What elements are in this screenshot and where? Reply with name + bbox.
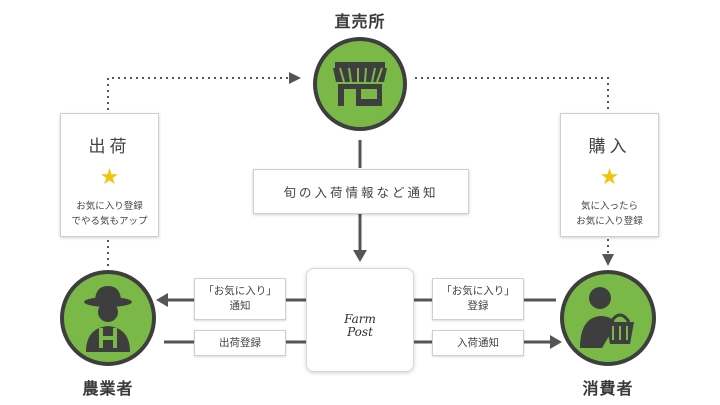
storefront-icon [333, 62, 387, 106]
purchase-card-title: 購入 [588, 137, 631, 157]
store-title: 直売所 [334, 12, 386, 31]
favorite-notify-box: 「お気に入り」 通知 [194, 278, 286, 320]
shipping-register-label: 出荷登録 [219, 336, 261, 349]
purchase-card-line2: お気に入り登録 [576, 216, 643, 227]
notify-label: 旬の入荷情報など通知 [283, 185, 439, 200]
shipping-card-line2: でやる気もアップ [71, 216, 148, 227]
consumer-node [560, 270, 656, 366]
purchase-card: 購入 ★ 気に入ったら お気に入り登録 [560, 113, 659, 237]
arrowhead-into-consumer-basket [550, 335, 562, 349]
arrival-notify-box: 入荷通知 [432, 330, 524, 356]
consumer-title: 消費者 [582, 379, 634, 398]
shopper-basket-icon [580, 287, 634, 348]
farm-post-logo: Farm Post [307, 313, 413, 339]
arrival-notify-label: 入荷通知 [457, 336, 499, 349]
favorite-register-box: 「お気に入り」 登録 [432, 278, 524, 320]
shipping-card-line1: お気に入り登録 [76, 201, 143, 212]
arrowhead-into-app [353, 250, 367, 262]
star-icon: ★ [599, 165, 620, 190]
favorite-register-line1: 「お気に入り」 [441, 285, 515, 297]
arrowhead-into-consumer [602, 254, 614, 266]
shipping-card-title: 出荷 [88, 137, 131, 157]
farmer-icon [84, 286, 132, 352]
farm-post-app-card: Farm Post [306, 268, 414, 372]
favorite-notify-line2: 通知 [229, 300, 251, 312]
arrowhead-into-store [289, 72, 301, 84]
farmer-node [60, 270, 156, 366]
purchase-card-line1: 気に入ったら [580, 201, 638, 212]
shipping-card: 出荷 ★ お気に入り登録 でやる気もアップ [60, 113, 159, 237]
notify-label-box: 旬の入荷情報など通知 [253, 169, 469, 214]
favorite-register-line2: 登録 [467, 300, 489, 312]
favorite-notify-line1: 「お気に入り」 [203, 285, 277, 297]
farm-post-logo-line1: Farm [344, 312, 376, 326]
shipping-register-box: 出荷登録 [194, 330, 286, 356]
star-icon: ★ [99, 165, 120, 190]
farm-post-logo-line2: Post [347, 325, 373, 339]
store-node [313, 37, 407, 131]
dotted-connector-farmer-to-store [107, 77, 296, 272]
arrowhead-into-farmer [156, 293, 168, 307]
farmer-title: 農業者 [82, 379, 134, 398]
